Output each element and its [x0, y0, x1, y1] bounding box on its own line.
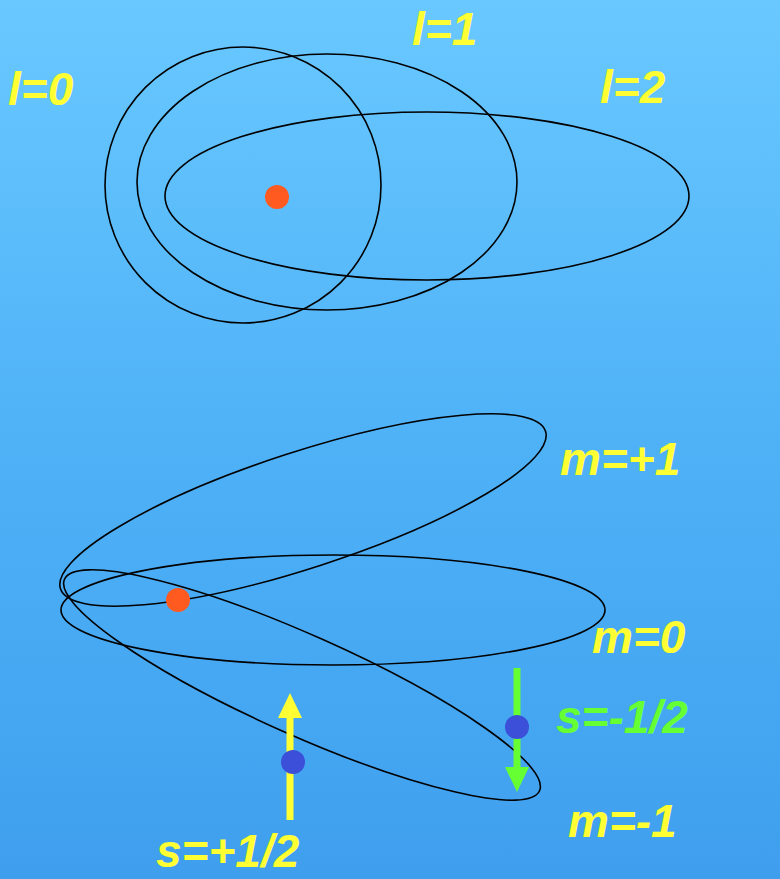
quantum-number-label: s=+1/2	[156, 828, 299, 874]
orbit-l2	[165, 112, 689, 280]
nucleus	[265, 185, 289, 209]
quantum-number-label: m=+1	[560, 436, 680, 482]
orbit-l1	[137, 54, 517, 310]
orbit-m-plus1	[43, 376, 564, 644]
quantum-number-label: l=0	[8, 66, 73, 112]
quantum-number-label: l=1	[412, 6, 477, 52]
quantum-number-label: m=0	[592, 614, 685, 660]
quantum-number-label: l=2	[600, 64, 665, 110]
orbit-m-minus1	[44, 534, 560, 837]
electron	[505, 715, 529, 739]
spin-down-arrow	[505, 668, 529, 792]
electron	[281, 750, 305, 774]
orbit-l0	[105, 47, 381, 323]
quantum-number-label: m=-1	[568, 798, 677, 844]
quantum-number-label: s=-1/2	[556, 694, 688, 740]
orbit-m0	[61, 555, 605, 665]
nucleus	[166, 588, 190, 612]
